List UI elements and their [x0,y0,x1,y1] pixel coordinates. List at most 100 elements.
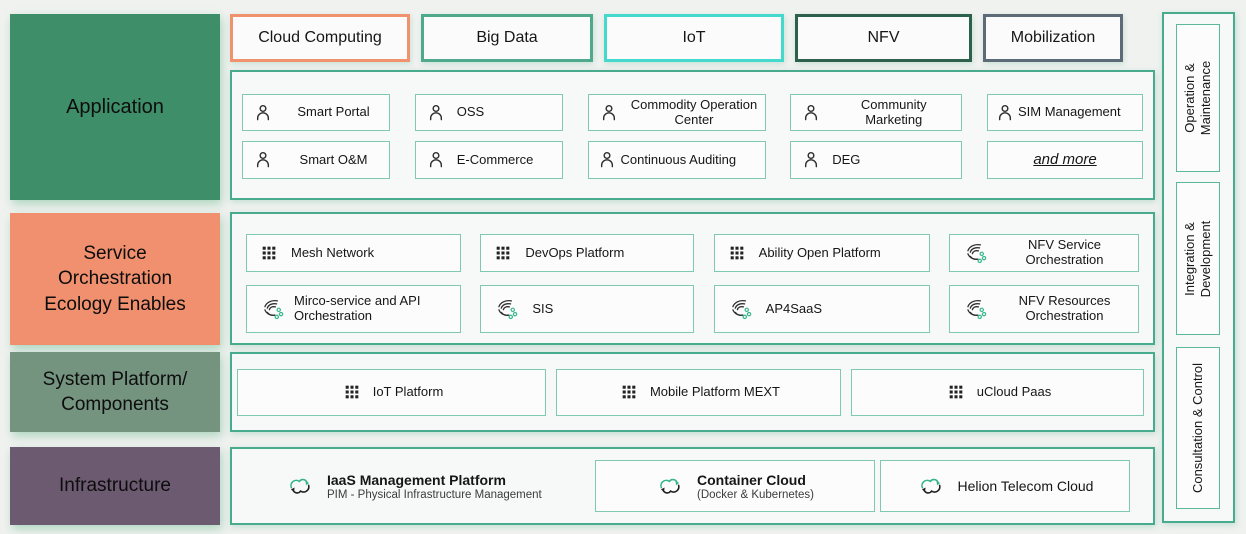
app-item-e-commerce: E-Commerce [414,141,563,179]
plat-item-label: Mobile Platform MEXT [649,383,781,399]
app-item-deg: DEG [790,141,963,179]
app-item-community-marketing: Community Marketing [790,94,963,131]
layer-system-platform: System Platform/ Components [10,352,220,432]
plat-item-ucloud-paas: uCloud Paas [851,368,1144,416]
cloud-sync-icon [656,475,684,497]
orch-item-ap4saas: AP4SaaS [713,285,930,333]
app-item-label: SIM Management [1018,104,1121,120]
orch-item-label: NFV Resources Orchestration [1018,293,1111,323]
layer-infrastructure: Infrastructure [10,447,220,525]
lifecycle-column: Operation & Maintenance Integration & De… [1162,12,1235,523]
grid-icon [948,384,964,400]
infrastructure-row: IaaS Management Platform PIM - Physical … [232,449,1153,523]
orchestration-icon [964,298,987,321]
app-item-oss: OSS [414,94,563,131]
application-grid: Smart Portal OSS Commodity Operation Cen… [232,72,1153,179]
user-icon [599,103,619,123]
plat-item-label: uCloud Paas [976,383,1052,399]
orch-item-nfv-resources-orchestration: NFV Resources Orchestration [948,285,1139,333]
app-item-label: Commodity Operation Center [630,96,758,127]
orch-item-sis: SIS [480,285,695,333]
layer-application: Application [10,14,220,200]
orch-item-label: NFV Service Orchestration [1025,237,1104,267]
tab-nfv-label: NFV [867,29,900,46]
infra-item-helion-telecom-cloud: Helion Telecom Cloud [880,460,1130,512]
orchestration-container: Mesh Network DevOps Platform Ability Ope… [230,212,1155,345]
app-item-label: Smart O&M [299,151,368,167]
panel-consultation-control: Consultation & Control [1176,347,1220,509]
orchestration-icon [495,298,518,321]
orch-item-label: SIS [532,300,554,316]
orch-item-label: Mirco-service and API Orchestration [294,293,421,323]
orch-item-mesh-network: Mesh Network [246,234,461,272]
grid-icon [729,245,745,261]
tab-big-data-label: Big Data [476,29,538,46]
app-item-label: Community Marketing [860,96,927,127]
tab-iot-label: IoT [682,29,706,46]
orch-item-label: AP4SaaS [765,300,823,316]
app-item-label: E-Commerce [456,151,534,167]
plat-item-mobile-platform-mext: Mobile Platform MEXT [556,368,841,416]
plat-item-iot-platform: IoT Platform [237,368,546,416]
infra-item-title: Helion Telecom Cloud [957,478,1094,494]
infra-item-subtitle: PIM - Physical Infrastructure Management [327,488,542,501]
app-item-sim-management: SIM Management [987,94,1143,131]
panel-operation-maintenance-label: Operation & Maintenance [1181,60,1213,136]
app-item-smart-om: Smart O&M [242,141,390,179]
infra-item-iaas-management: IaaS Management Platform PIM - Physical … [234,472,590,501]
layer-system-platform-label: System Platform/ Components [42,368,188,415]
cloud-sync-icon [917,475,945,497]
infra-item-text: Container Cloud (Docker & Kubernetes) [697,472,814,501]
app-item-commodity-operation-center: Commodity Operation Center [587,94,766,131]
grid-icon [261,245,277,261]
orch-item-microservice-api-orchestration: Mirco-service and API Orchestration [246,285,461,333]
platform-row: IoT Platform Mobile Platform MEXT uCloud… [232,354,1153,430]
technology-tabs: Cloud Computing Big Data IoT NFV Mobiliz… [230,14,1155,62]
tab-big-data: Big Data [421,14,593,62]
cloud-sync-icon [286,475,314,497]
user-icon [995,103,1015,123]
user-icon [801,150,821,170]
infra-item-subtitle: (Docker & Kubernetes) [697,488,814,501]
app-item-label: Continuous Auditing [620,151,737,167]
orch-item-ability-open-platform: Ability Open Platform [713,234,930,272]
orch-item-devops-platform: DevOps Platform [480,234,695,272]
user-icon [426,103,446,123]
orchestration-icon [964,242,987,265]
grid-icon [344,384,360,400]
user-icon [426,150,446,170]
panel-integration-development: Integration & Development [1176,182,1220,335]
layer-infrastructure-label: Infrastructure [59,475,171,497]
tab-cloud-computing-label: Cloud Computing [258,29,382,46]
panel-integration-development-label: Integration & Development [1181,220,1213,297]
app-item-label: Smart Portal [297,104,370,120]
plat-item-label: IoT Platform [372,383,444,399]
orchestration-icon [729,298,752,321]
app-item-label: DEG [832,151,861,167]
layer-application-label: Application [66,95,164,118]
application-container: Smart Portal OSS Commodity Operation Cen… [230,70,1155,200]
app-item-smart-portal: Smart Portal [242,94,390,131]
infra-item-title: IaaS Management Platform [327,471,506,488]
tab-cloud-computing: Cloud Computing [230,14,410,62]
app-item-and-more: and more [987,141,1143,179]
orch-item-label: DevOps Platform [525,244,625,260]
orch-item-label: Ability Open Platform [758,244,881,260]
user-icon [801,103,821,123]
orchestration-icon [261,298,284,321]
app-item-continuous-auditing: Continuous Auditing [587,141,766,179]
tab-nfv: NFV [795,14,972,62]
orchestration-grid: Mesh Network DevOps Platform Ability Ope… [232,214,1153,333]
app-item-label: OSS [456,104,485,120]
tab-mobilization: Mobilization [983,14,1123,62]
panel-consultation-control-label: Consultation & Control [1189,362,1205,494]
infra-item-title: Container Cloud [697,471,806,488]
layer-service-orchestration-label: Service Orchestration Ecology Enables [44,243,186,315]
tab-iot: IoT [604,14,784,62]
infra-item-text: IaaS Management Platform PIM - Physical … [327,472,542,501]
tab-mobilization-label: Mobilization [1010,29,1096,46]
layer-service-orchestration: Service Orchestration Ecology Enables [10,213,220,345]
user-icon [253,103,273,123]
infra-item-container-cloud: Container Cloud (Docker & Kubernetes) [595,460,875,512]
